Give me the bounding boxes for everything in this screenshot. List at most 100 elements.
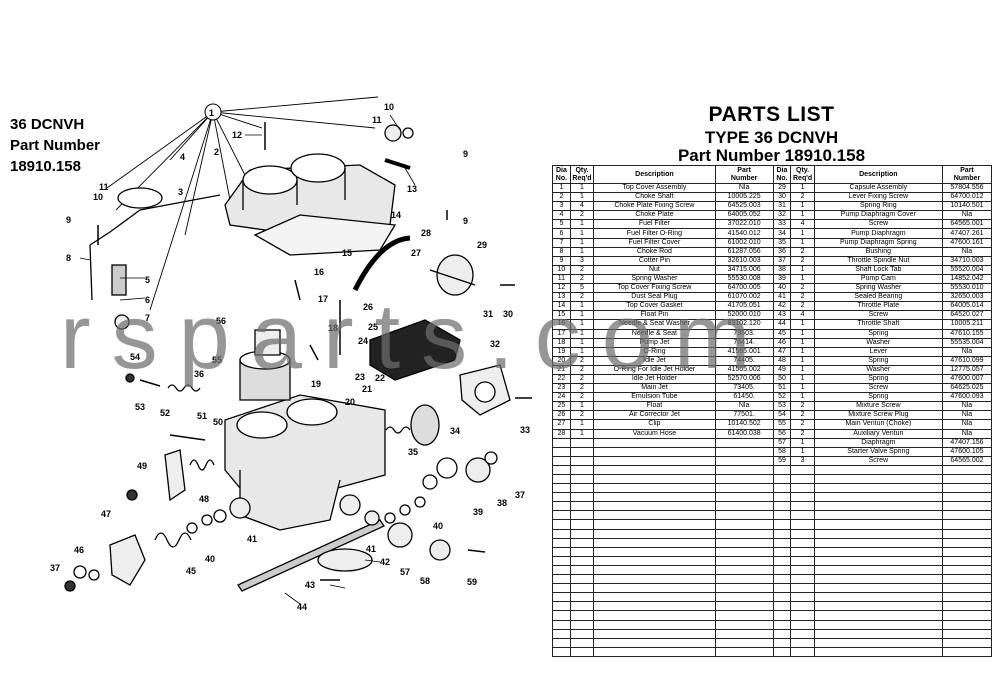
cell-dia: 11	[552, 273, 571, 285]
cell-dia: 25	[552, 401, 571, 412]
cell-qty	[790, 564, 815, 576]
table-row	[552, 610, 993, 621]
cell-dia	[772, 537, 792, 548]
svg-text:34: 34	[450, 426, 460, 436]
table-row	[552, 501, 993, 512]
cell-desc: Idle Jet Holder	[593, 373, 716, 385]
cell-desc	[593, 564, 716, 576]
svg-text:31: 31	[483, 309, 493, 319]
table-row	[552, 574, 993, 585]
cell-desc	[813, 601, 943, 612]
cell-part: 64520.027	[941, 310, 993, 321]
cell-part: 47600.093	[941, 392, 993, 403]
cell-desc: Fuel Filter Cover	[593, 237, 716, 248]
cell-dia	[552, 646, 571, 657]
svg-text:35: 35	[408, 447, 418, 457]
cell-dia	[772, 528, 792, 539]
cell-dia: 33	[772, 219, 792, 230]
cell-part	[714, 619, 774, 630]
cell-desc: Fuel Filter	[593, 219, 716, 230]
cell-desc: Pump Jet	[593, 337, 716, 348]
cell-desc	[813, 473, 943, 485]
cell-qty	[569, 446, 595, 457]
table-row	[552, 537, 993, 548]
cell-dia	[772, 510, 792, 521]
throttle-shaft	[237, 519, 385, 592]
cell-part: Nla	[941, 210, 993, 221]
svg-text:59: 59	[467, 577, 477, 587]
cell-dia: 54	[772, 410, 792, 421]
cell-desc	[813, 592, 943, 603]
svg-text:53: 53	[135, 402, 145, 412]
svg-text:38: 38	[497, 498, 507, 508]
cell-part: 64525.003	[714, 201, 774, 212]
cell-dia: 31	[772, 201, 792, 212]
col-desc: Description	[593, 165, 716, 184]
svg-text:55: 55	[212, 355, 222, 365]
cell-desc	[593, 528, 716, 539]
cell-dia	[772, 592, 792, 603]
cell-dia	[772, 492, 792, 503]
cell-part: 10140.501	[941, 201, 993, 212]
table-row	[552, 519, 993, 530]
cell-part: 64700.012	[941, 192, 993, 203]
cell-dia: 37	[772, 255, 792, 266]
svg-text:23: 23	[355, 372, 365, 382]
cell-dia	[552, 610, 571, 621]
cell-dia: 10	[552, 264, 571, 275]
cell-dia: 39	[772, 273, 792, 285]
cell-qty: 2	[569, 264, 595, 275]
cell-qty	[790, 583, 815, 594]
cell-desc	[813, 574, 943, 585]
cell-desc: Screw	[813, 219, 943, 230]
cell-part: 64565.001	[941, 219, 993, 230]
cell-desc	[593, 646, 716, 657]
svg-text:16: 16	[314, 267, 324, 277]
cell-qty: 1	[790, 364, 815, 375]
cell-qty	[790, 555, 815, 566]
cell-part: 64005.014	[941, 301, 993, 312]
svg-text:47: 47	[101, 509, 111, 519]
cell-part	[714, 574, 774, 585]
svg-text:44: 44	[297, 602, 307, 612]
cell-qty: 2	[790, 401, 815, 412]
cell-qty: 1	[569, 228, 595, 239]
cell-part	[941, 519, 993, 530]
cell-qty: 1	[790, 273, 815, 285]
svg-text:2: 2	[214, 147, 219, 157]
cell-dia	[772, 601, 792, 612]
cell-qty	[569, 501, 595, 512]
cell-desc: Mixture Screw	[813, 401, 943, 412]
cell-desc: Choke Plate	[593, 210, 716, 221]
cell-desc	[593, 583, 716, 594]
cell-part: 10140.502	[714, 419, 774, 430]
cell-qty	[790, 473, 815, 485]
table-row	[552, 646, 993, 657]
cell-dia	[552, 437, 571, 448]
cell-dia	[772, 574, 792, 585]
cell-dia	[772, 464, 792, 476]
cell-desc: Choke Plate Fixing Screw	[593, 201, 716, 212]
cell-dia: 34	[772, 228, 792, 239]
col-qty-2: Qty.Req'd	[790, 165, 815, 184]
cell-desc	[813, 483, 943, 494]
cell-desc: Diaphragm	[813, 437, 943, 448]
svg-text:39: 39	[473, 507, 483, 517]
cell-part	[941, 555, 993, 566]
cell-desc: Cotter Pin	[593, 255, 716, 266]
svg-text:4: 4	[180, 152, 185, 162]
cell-dia	[772, 483, 792, 494]
cell-part: 73405.	[714, 383, 774, 394]
cell-dia	[552, 492, 571, 503]
